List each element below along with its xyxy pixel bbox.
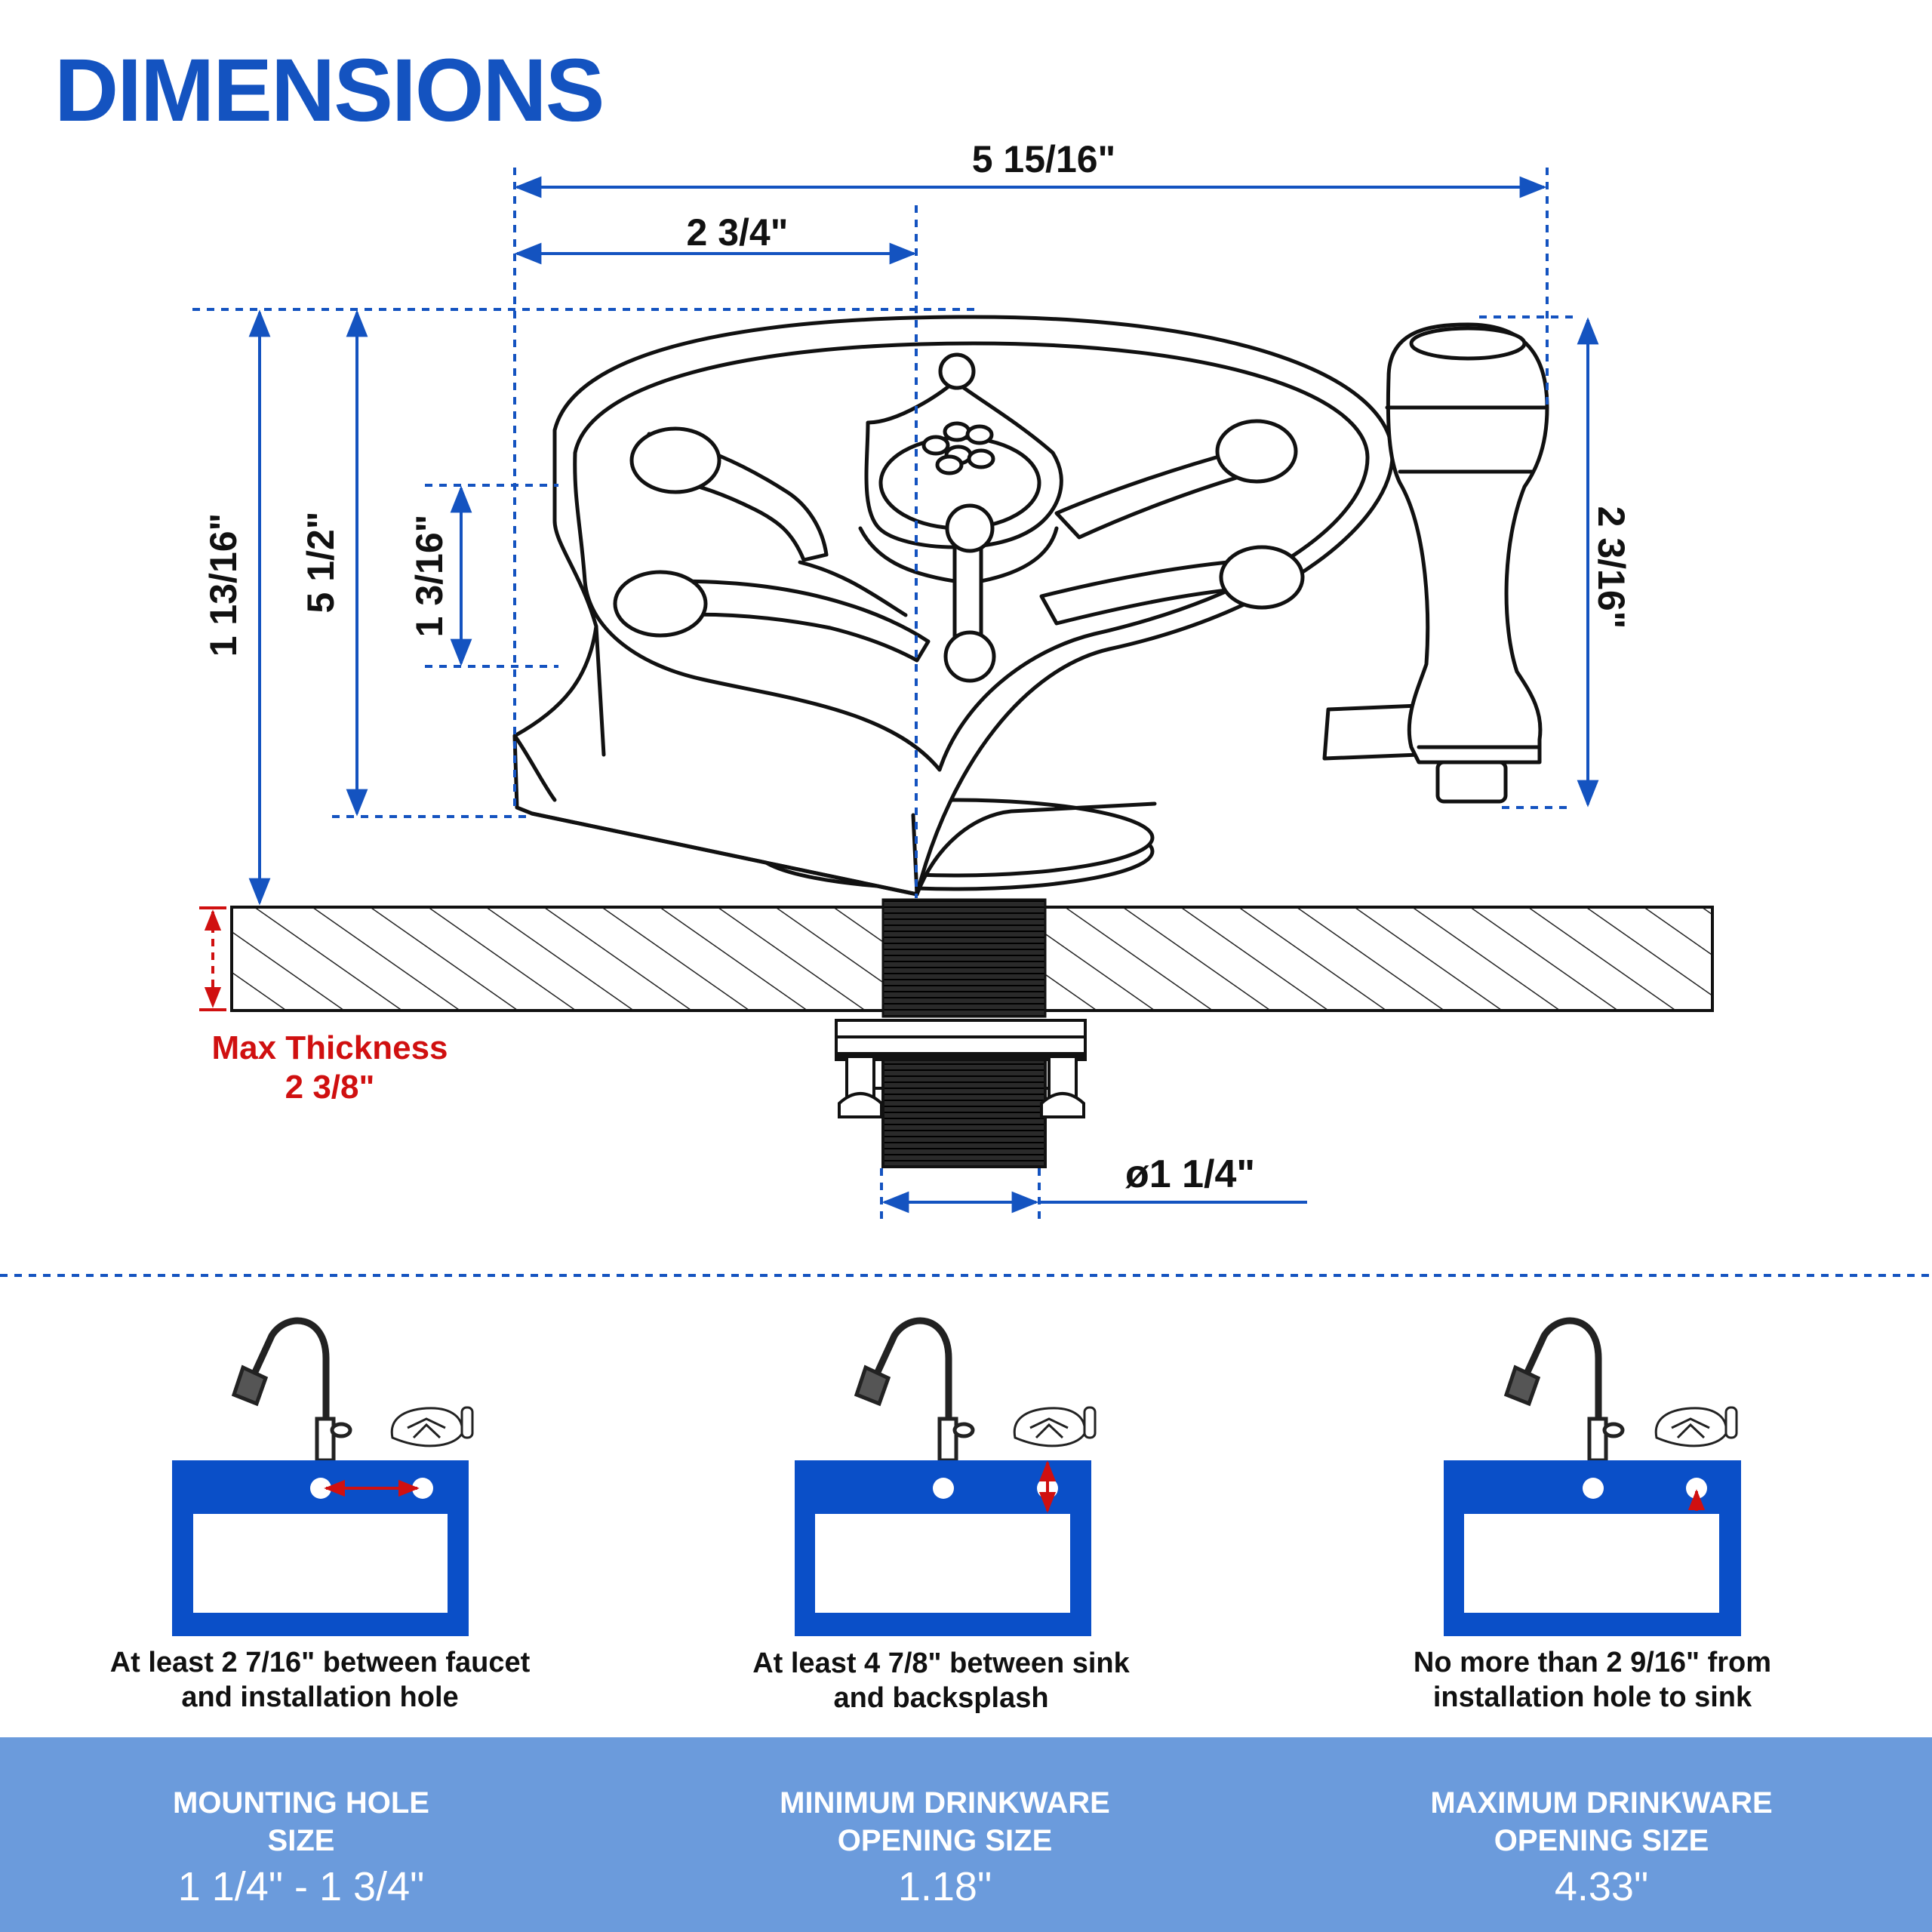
max-thickness-marker [199,906,226,1011]
spec-value: 1 1/4" - 1 3/4" [177,1864,425,1909]
spec-label: SIZE [267,1824,335,1857]
spec-value: 4.33" [1554,1864,1649,1909]
label-handle-height: 2 3/16" [1590,506,1632,629]
spec-panel: MOUNTING HOLE SIZE 1 1/4" - 1 3/4" MINIM… [0,1737,1932,1932]
arm-knobs [613,419,1305,683]
install-caption-3: No more than 2 9/16" from installation h… [1321,1645,1864,1715]
threaded-shank [881,898,1047,1018]
label-shank-diameter: ø1 1/4" [1125,1152,1255,1196]
push-handle [1385,322,1549,804]
value-max-thickness: 2 3/8" [285,1069,375,1106]
dimension-lines [0,168,1932,1277]
caption-line: and backsplash [833,1682,1049,1714]
sink-basin [193,1514,448,1613]
spray-nozzles [921,421,995,475]
glass-rinser-drawing [512,315,1549,897]
faucet-hole [1583,1478,1604,1499]
caption-line: and installation hole [181,1681,459,1713]
faucet-icon [854,1317,975,1463]
sink-basin [815,1514,1070,1613]
faucet-hole [933,1478,954,1499]
install-guide-2 [795,1317,1097,1636]
install-guide-1 [172,1317,474,1636]
spec-label: MINIMUM DRINKWARE [780,1786,1110,1820]
spec-label: MAXIMUM DRINKWARE [1430,1786,1773,1820]
sink-basin [1464,1514,1719,1613]
rinser-thumbnail-icon [1013,1406,1097,1447]
caption-line: installation hole to sink [1432,1681,1752,1713]
caption-line: At least 2 7/16" between faucet [109,1647,531,1678]
install-caption-1: At least 2 7/16" between faucet and inst… [48,1645,592,1715]
install-caption-2: At least 4 7/8" between sink and backspl… [669,1646,1213,1715]
install-guide-3 [1444,1317,1741,1636]
rinser-thumbnail-icon [1654,1406,1738,1447]
spec-max-drinkware: MAXIMUM DRINKWARE OPENING SIZE 4.33" [1315,1784,1888,1912]
caption-line: No more than 2 9/16" from [1413,1647,1772,1678]
spec-label: OPENING SIZE [1494,1824,1709,1857]
mounting-hardware [835,1019,1087,1168]
page-title: DIMENSIONS [54,41,605,140]
side-bracket [1322,703,1421,761]
spec-value: 1.18" [897,1864,992,1909]
rinser-thumbnail-icon [390,1406,474,1447]
spec-label: OPENING SIZE [837,1824,1053,1857]
faucet-icon [1503,1317,1625,1463]
label-max-thickness: Max Thickness [211,1029,448,1066]
faucet-icon [231,1317,352,1463]
label-total-height: 1 13/16" [202,513,245,657]
label-bowl-height: 5 1/2" [300,512,342,614]
spec-min-drinkware: MINIMUM DRINKWARE OPENING SIZE 1.18" [658,1784,1232,1912]
caption-line: At least 4 7/8" between sink [752,1647,1130,1679]
label-overall-width: 5 15/16" [972,138,1116,180]
label-center-to-edge: 2 3/4" [687,211,789,254]
spec-mounting-hole: MOUNTING HOLE SIZE 1 1/4" - 1 3/4" [14,1784,588,1912]
label-spray-height: 1 3/16" [408,515,451,638]
spec-label: MOUNTING HOLE [173,1786,429,1820]
